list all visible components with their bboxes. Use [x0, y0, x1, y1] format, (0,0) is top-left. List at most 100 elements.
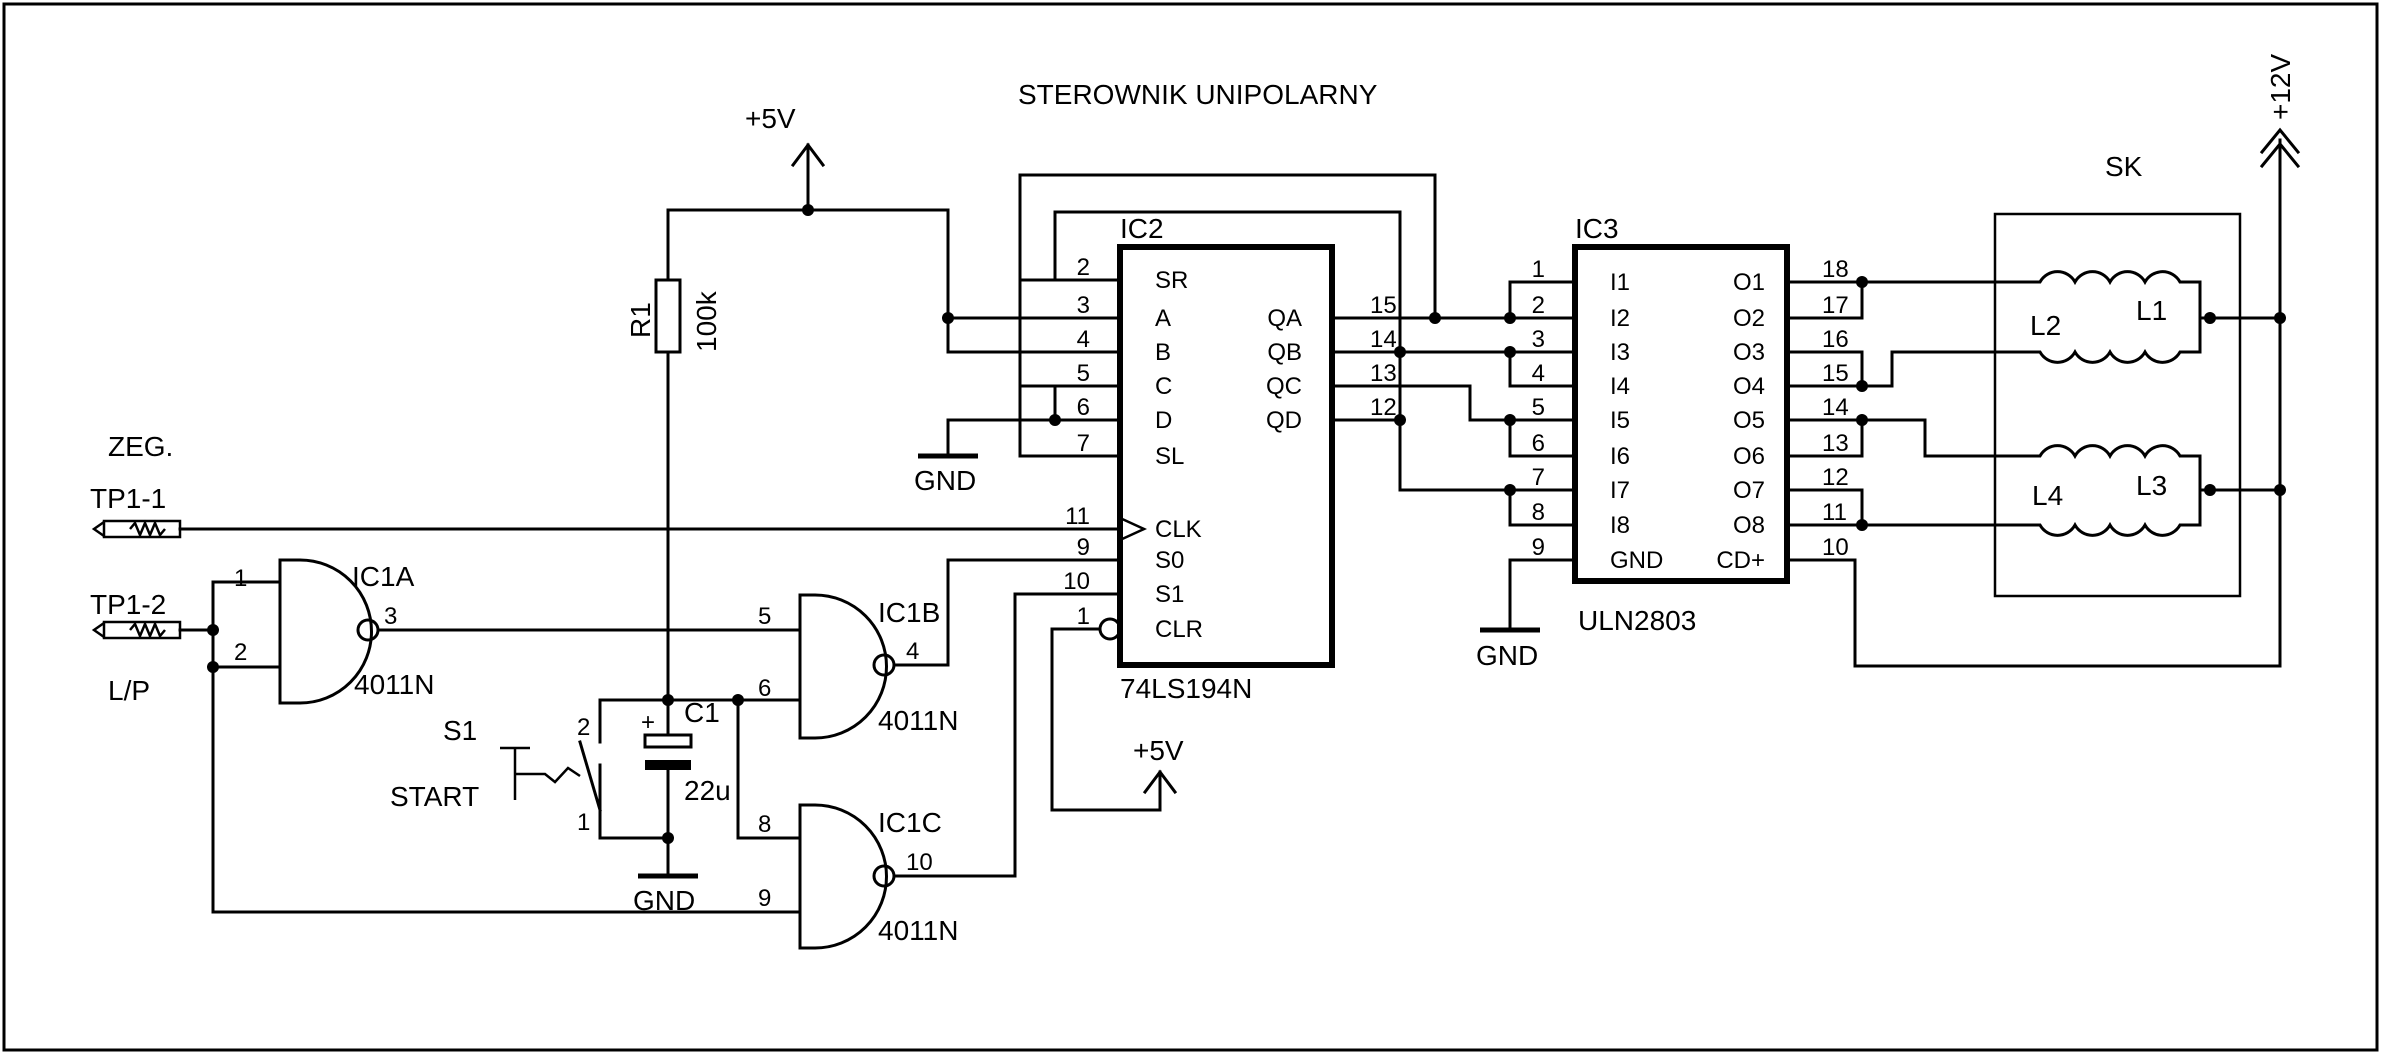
gnd-c1: GND [633, 836, 698, 916]
ic2-pin-num-2: 2 [1077, 254, 1090, 281]
resistor-r1: R1 100k [625, 278, 722, 354]
gate-ic1a: 1 2 3 IC1A 4011N [234, 558, 434, 705]
ic2-pin-num-11: 11 [1065, 503, 1090, 530]
switch-s1: 2 1 S1 START [390, 698, 670, 840]
ic3-pin-name-i8: I8 [1610, 512, 1630, 539]
ic1c-pin-10: 10 [906, 849, 933, 876]
vcc-12v: +12V [2259, 54, 2301, 668]
ic2-pin-num-7: 7 [1077, 430, 1090, 457]
ic3-pin-num-6: 6 [1532, 430, 1545, 457]
ic3-pin-num-14: 14 [1822, 394, 1849, 421]
ic2-pin-name-s1: S1 [1155, 581, 1184, 608]
connector-tp1-2: TP1-2 L/P [90, 589, 215, 706]
ic3-pin-name-cdplus: CD+ [1716, 547, 1765, 574]
ic2-pin-num-4: 4 [1077, 326, 1090, 353]
zeg-label: ZEG. [108, 431, 173, 462]
ic2-pin-name-qb: QB [1267, 339, 1302, 366]
capacitor-c1: + C1 22u [641, 697, 731, 872]
ic1a-type: 4011N [354, 669, 434, 700]
ic3-pin-num-10: 10 [1822, 534, 1849, 561]
gnd-label-ic2: GND [914, 465, 976, 496]
ic1b-pin-6: 6 [758, 675, 771, 702]
c1-value: 22u [684, 775, 731, 806]
ic2-pin-name-a: A [1155, 305, 1171, 332]
ic3-pin-name-o1: O1 [1733, 269, 1765, 296]
ic1c-pin-9: 9 [758, 885, 771, 912]
vcc-5v-clr-label: +5V [1133, 735, 1184, 766]
gnd-ic3: GND [1476, 627, 1540, 671]
tp1-2-label: TP1-2 [90, 589, 166, 620]
ic2-type: 74LS194N [1120, 673, 1252, 704]
ic2-pin-num-12: 12 [1370, 394, 1397, 421]
s1-pin-2: 2 [577, 714, 590, 741]
ic2-pin-num-9: 9 [1077, 534, 1090, 561]
ic2-pin-num-3: 3 [1077, 292, 1090, 319]
r1-label: R1 [625, 302, 656, 338]
ic3-pin-num-5: 5 [1532, 394, 1545, 421]
ic3-pin-num-11: 11 [1822, 499, 1847, 526]
s1-label: S1 [443, 715, 477, 746]
ic3-pin-name-o3: O3 [1733, 339, 1765, 366]
l4-label: L4 [2032, 480, 2063, 511]
ic2-pin-name-sr: SR [1155, 267, 1188, 294]
ic2-pin-num-1: 1 [1077, 603, 1090, 630]
start-label: START [390, 781, 479, 812]
vcc-5v-clr: +5V [1133, 735, 1184, 812]
ic3-pin-num-17: 17 [1822, 292, 1849, 319]
ic2-pin-num-5: 5 [1077, 360, 1090, 387]
ic3-pin-name-o6: O6 [1733, 443, 1765, 470]
ic1a-label: IC1A [352, 561, 415, 592]
ic3-pin-num-16: 16 [1822, 326, 1849, 353]
ic1a-pin-3: 3 [384, 603, 397, 630]
ic1c-type: 4011N [878, 915, 958, 946]
gnd-ic2: GND [914, 453, 978, 496]
vcc-12v-label: +12V [2265, 54, 2296, 120]
l2-label: L2 [2030, 310, 2061, 341]
ic3-label: IC3 [1575, 213, 1619, 244]
ic3-pin-name-o4: O4 [1733, 373, 1765, 400]
l3-label: L3 [2136, 470, 2167, 501]
vcc-5v-top: +5V [745, 103, 826, 212]
ic3-pin-name-i2: I2 [1610, 305, 1630, 332]
ic2-pin-name-qd: QD [1266, 407, 1302, 434]
ic3-pin-name-i4: I4 [1610, 373, 1630, 400]
ic3-pin-num-13: 13 [1822, 430, 1849, 457]
diagram-title: STEROWNIK UNIPOLARNY [1018, 79, 1378, 110]
r1-value: 100k [691, 290, 722, 352]
sk-label: SK [2105, 151, 2143, 182]
ic1b-label: IC1B [878, 597, 940, 628]
ic2-pin-num-15: 15 [1370, 292, 1397, 319]
ic2-pin-num-13: 13 [1370, 360, 1397, 387]
c1-label: C1 [684, 697, 720, 728]
s1-pin-1: 1 [577, 809, 590, 836]
ic2-pin-name-b: B [1155, 339, 1171, 366]
ic1b-pin-5: 5 [758, 603, 771, 630]
ic3-pin-num-7: 7 [1532, 464, 1545, 491]
c1-plus: + [641, 709, 655, 736]
ic3-pin-name-o8: O8 [1733, 512, 1765, 539]
gnd-label-ic3: GND [1476, 640, 1538, 671]
ic3-pin-num-1: 1 [1532, 256, 1545, 283]
ic1c-label: IC1C [878, 807, 942, 838]
ic2-pin-name-clk: CLK [1155, 516, 1202, 543]
ic3-pin-num-18: 18 [1822, 256, 1849, 283]
ic2-pin-name-sl: SL [1155, 443, 1184, 470]
ic3-pin-name-i1: I1 [1610, 269, 1630, 296]
ic2-label: IC2 [1120, 213, 1164, 244]
ic3-pin-num-4: 4 [1532, 360, 1545, 387]
lp-label: L/P [108, 675, 150, 706]
ic1c-pin-8: 8 [758, 811, 771, 838]
ic3-pin-num-9: 9 [1532, 534, 1545, 561]
vcc-5v-label: +5V [745, 103, 796, 134]
ic2-pin-name-s0: S0 [1155, 547, 1184, 574]
connector-tp1-1: TP1-1 [90, 483, 1122, 539]
ic1b-type: 4011N [878, 705, 958, 736]
ic3-pin-num-2: 2 [1532, 292, 1545, 319]
tp1-1-label: TP1-1 [90, 483, 166, 514]
ic3-pin-name-o2: O2 [1733, 305, 1765, 332]
ic3-pin-name-i3: I3 [1610, 339, 1630, 366]
